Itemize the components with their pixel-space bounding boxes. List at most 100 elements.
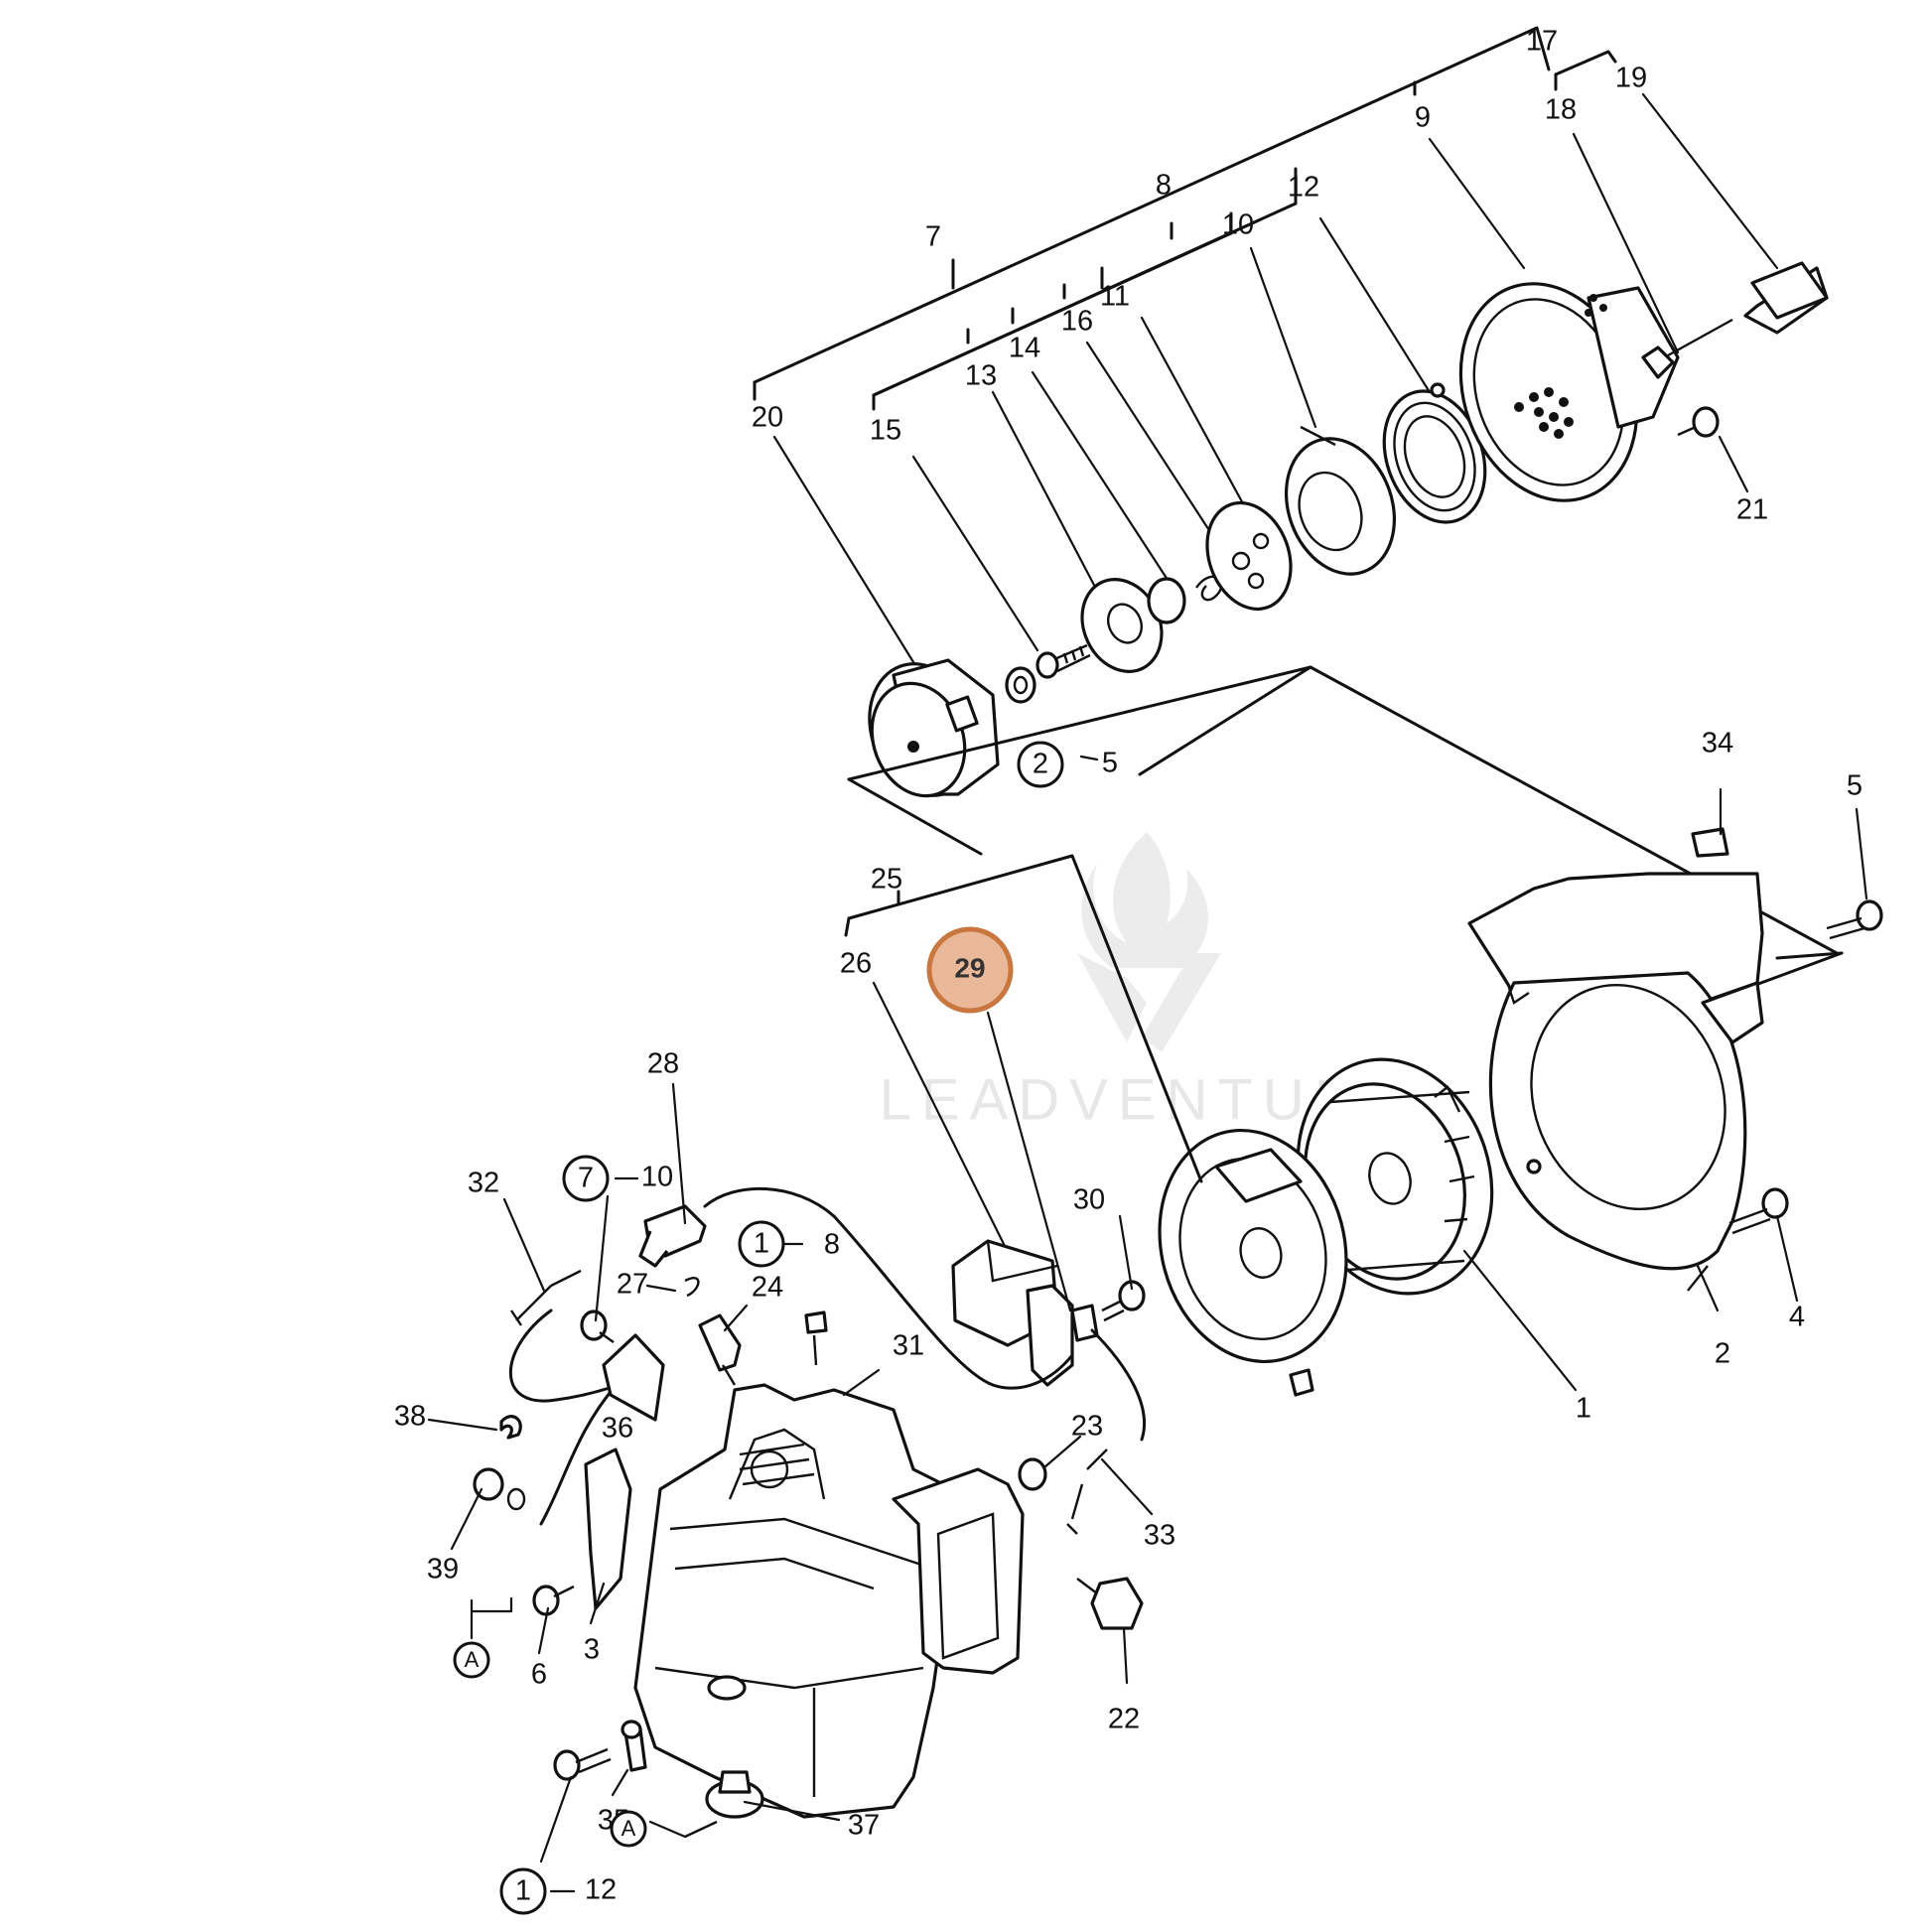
- label-18: 18: [1545, 94, 1577, 126]
- wire-32-part[interactable]: [510, 1269, 582, 1326]
- label-32: 32: [468, 1168, 499, 1199]
- bracket-36-part[interactable]: [602, 1333, 665, 1422]
- circled-ref-7: 7: [562, 1155, 610, 1202]
- ratchet-spring-part[interactable]: [1195, 575, 1223, 602]
- label-8: 8: [1156, 170, 1172, 202]
- bolt-6-part[interactable]: [532, 1585, 575, 1616]
- plug-35-part[interactable]: [621, 1720, 647, 1772]
- label-5: 5: [1847, 770, 1863, 802]
- circled-ref-a-left: A: [453, 1641, 490, 1679]
- watermark-flame-icon: [1081, 832, 1208, 968]
- label-7-10-10: 10: [641, 1162, 673, 1193]
- magneto-rotor-part[interactable]: [1135, 1109, 1372, 1397]
- circled-ref-1-upper-text: 1: [754, 1228, 769, 1260]
- label-30: 30: [1073, 1184, 1105, 1216]
- label-4: 4: [1789, 1302, 1805, 1333]
- label-39: 39: [427, 1554, 459, 1586]
- circled-ref-7-text: 7: [578, 1163, 594, 1194]
- circled-ref-2: 2: [1017, 741, 1064, 788]
- flange-nut-part[interactable]: [1005, 666, 1036, 704]
- recoil-starter-group: [753, 26, 1829, 810]
- ratchet-part[interactable]: [1193, 491, 1306, 621]
- label-34: 34: [1702, 728, 1733, 759]
- label-12: 12: [1288, 172, 1319, 204]
- starter-reel-part[interactable]: [1268, 423, 1413, 589]
- switch-22-part[interactable]: [1076, 1577, 1144, 1630]
- bolt-1-8-part[interactable]: [804, 1311, 828, 1366]
- circled-ref-1-upper: 1: [738, 1220, 785, 1268]
- label-31: 31: [893, 1330, 924, 1362]
- label-17: 17: [1526, 26, 1558, 58]
- leader-lines-lower: [427, 755, 1868, 1893]
- label-20: 20: [752, 402, 783, 434]
- circled-ref-a-bottom: A: [610, 1810, 647, 1848]
- label-10: 10: [1222, 209, 1254, 241]
- starter-cup-part[interactable]: [852, 648, 1000, 810]
- highlighted-callout-29[interactable]: 29: [926, 926, 1014, 1014]
- label-23: 23: [1071, 1411, 1103, 1443]
- friction-plate-part[interactable]: [1067, 566, 1175, 684]
- drain-plug-37-part[interactable]: [684, 1770, 764, 1839]
- label-33: 33: [1144, 1520, 1175, 1552]
- label-1-8-8: 8: [824, 1229, 840, 1261]
- label-7: 7: [925, 221, 941, 253]
- screw-30-part[interactable]: [1101, 1280, 1146, 1322]
- label-1-12-12: 12: [585, 1874, 617, 1906]
- clip-34-part[interactable]: [1691, 827, 1729, 858]
- starter-handle-part[interactable]: [1641, 261, 1829, 379]
- label-22: 22: [1108, 1704, 1140, 1735]
- label-9: 9: [1415, 102, 1431, 134]
- bolt-15-part[interactable]: [1035, 643, 1091, 679]
- label-28: 28: [647, 1048, 679, 1080]
- label-13: 13: [965, 360, 997, 392]
- starter-case-part[interactable]: [1432, 259, 1680, 526]
- label-21: 21: [1736, 494, 1768, 526]
- bolt-21-part[interactable]: [1677, 406, 1720, 438]
- label-2: 2: [1715, 1338, 1730, 1370]
- callout-labels: 17 19 18 9 8 12 7 10 16 11 13 14 20 15 2…: [394, 26, 1863, 1906]
- ignition-coil-part[interactable]: [951, 1239, 1099, 1387]
- fan-shroud-part[interactable]: [1467, 872, 1764, 1292]
- label-14: 14: [1009, 333, 1040, 364]
- label-15: 15: [870, 415, 901, 447]
- label-19: 19: [1615, 63, 1647, 94]
- circled-ref-1-lower-text: 1: [515, 1875, 531, 1907]
- label-38: 38: [394, 1401, 426, 1433]
- label-6: 6: [531, 1659, 547, 1691]
- bolt-5-part[interactable]: [1826, 899, 1883, 940]
- watermark-v-icon: [1077, 953, 1221, 1052]
- nut-23-part[interactable]: [1018, 1457, 1047, 1491]
- stop-plate-part[interactable]: [584, 1448, 632, 1610]
- circled-ref-2-text: 2: [1033, 749, 1048, 780]
- label-26: 26: [840, 948, 872, 980]
- label-11: 11: [1100, 281, 1130, 313]
- spark-plug-part[interactable]: [698, 1313, 742, 1386]
- circled-ref-1-lower: 1: [499, 1867, 547, 1915]
- label-1: 1: [1576, 1393, 1591, 1425]
- bolt-4-part[interactable]: [1728, 1187, 1789, 1235]
- circled-ref-a-bottom-text: A: [621, 1816, 636, 1841]
- highlight-circle: [926, 926, 1014, 1014]
- spring-ring-part[interactable]: [1147, 577, 1186, 624]
- highlight-label: 29: [954, 952, 985, 983]
- clip-38-part[interactable]: [499, 1415, 522, 1440]
- engine-block-part[interactable]: [633, 1383, 955, 1819]
- muffler-part[interactable]: [892, 1467, 1025, 1675]
- nut-39-part[interactable]: [473, 1467, 526, 1511]
- label-2-5-5: 5: [1102, 748, 1118, 779]
- label-27: 27: [617, 1269, 648, 1301]
- bolt-1-12-part[interactable]: [553, 1747, 612, 1781]
- label-37: 37: [848, 1810, 880, 1842]
- circled-ref-a-left-text: A: [465, 1647, 480, 1672]
- label-24: 24: [752, 1272, 783, 1304]
- terminal-27-part[interactable]: [684, 1277, 700, 1298]
- screw-7-10-part[interactable]: [580, 1310, 615, 1343]
- flywheel-part[interactable]: [1269, 1035, 1522, 1319]
- circled-references: 2 7 1 1 A A: [453, 741, 1064, 1915]
- label-16: 16: [1061, 306, 1093, 338]
- label-36: 36: [602, 1413, 633, 1445]
- spark-plug-cap-part[interactable]: [638, 1204, 707, 1268]
- wire-33-part[interactable]: [1066, 1449, 1108, 1535]
- label-25: 25: [871, 864, 902, 896]
